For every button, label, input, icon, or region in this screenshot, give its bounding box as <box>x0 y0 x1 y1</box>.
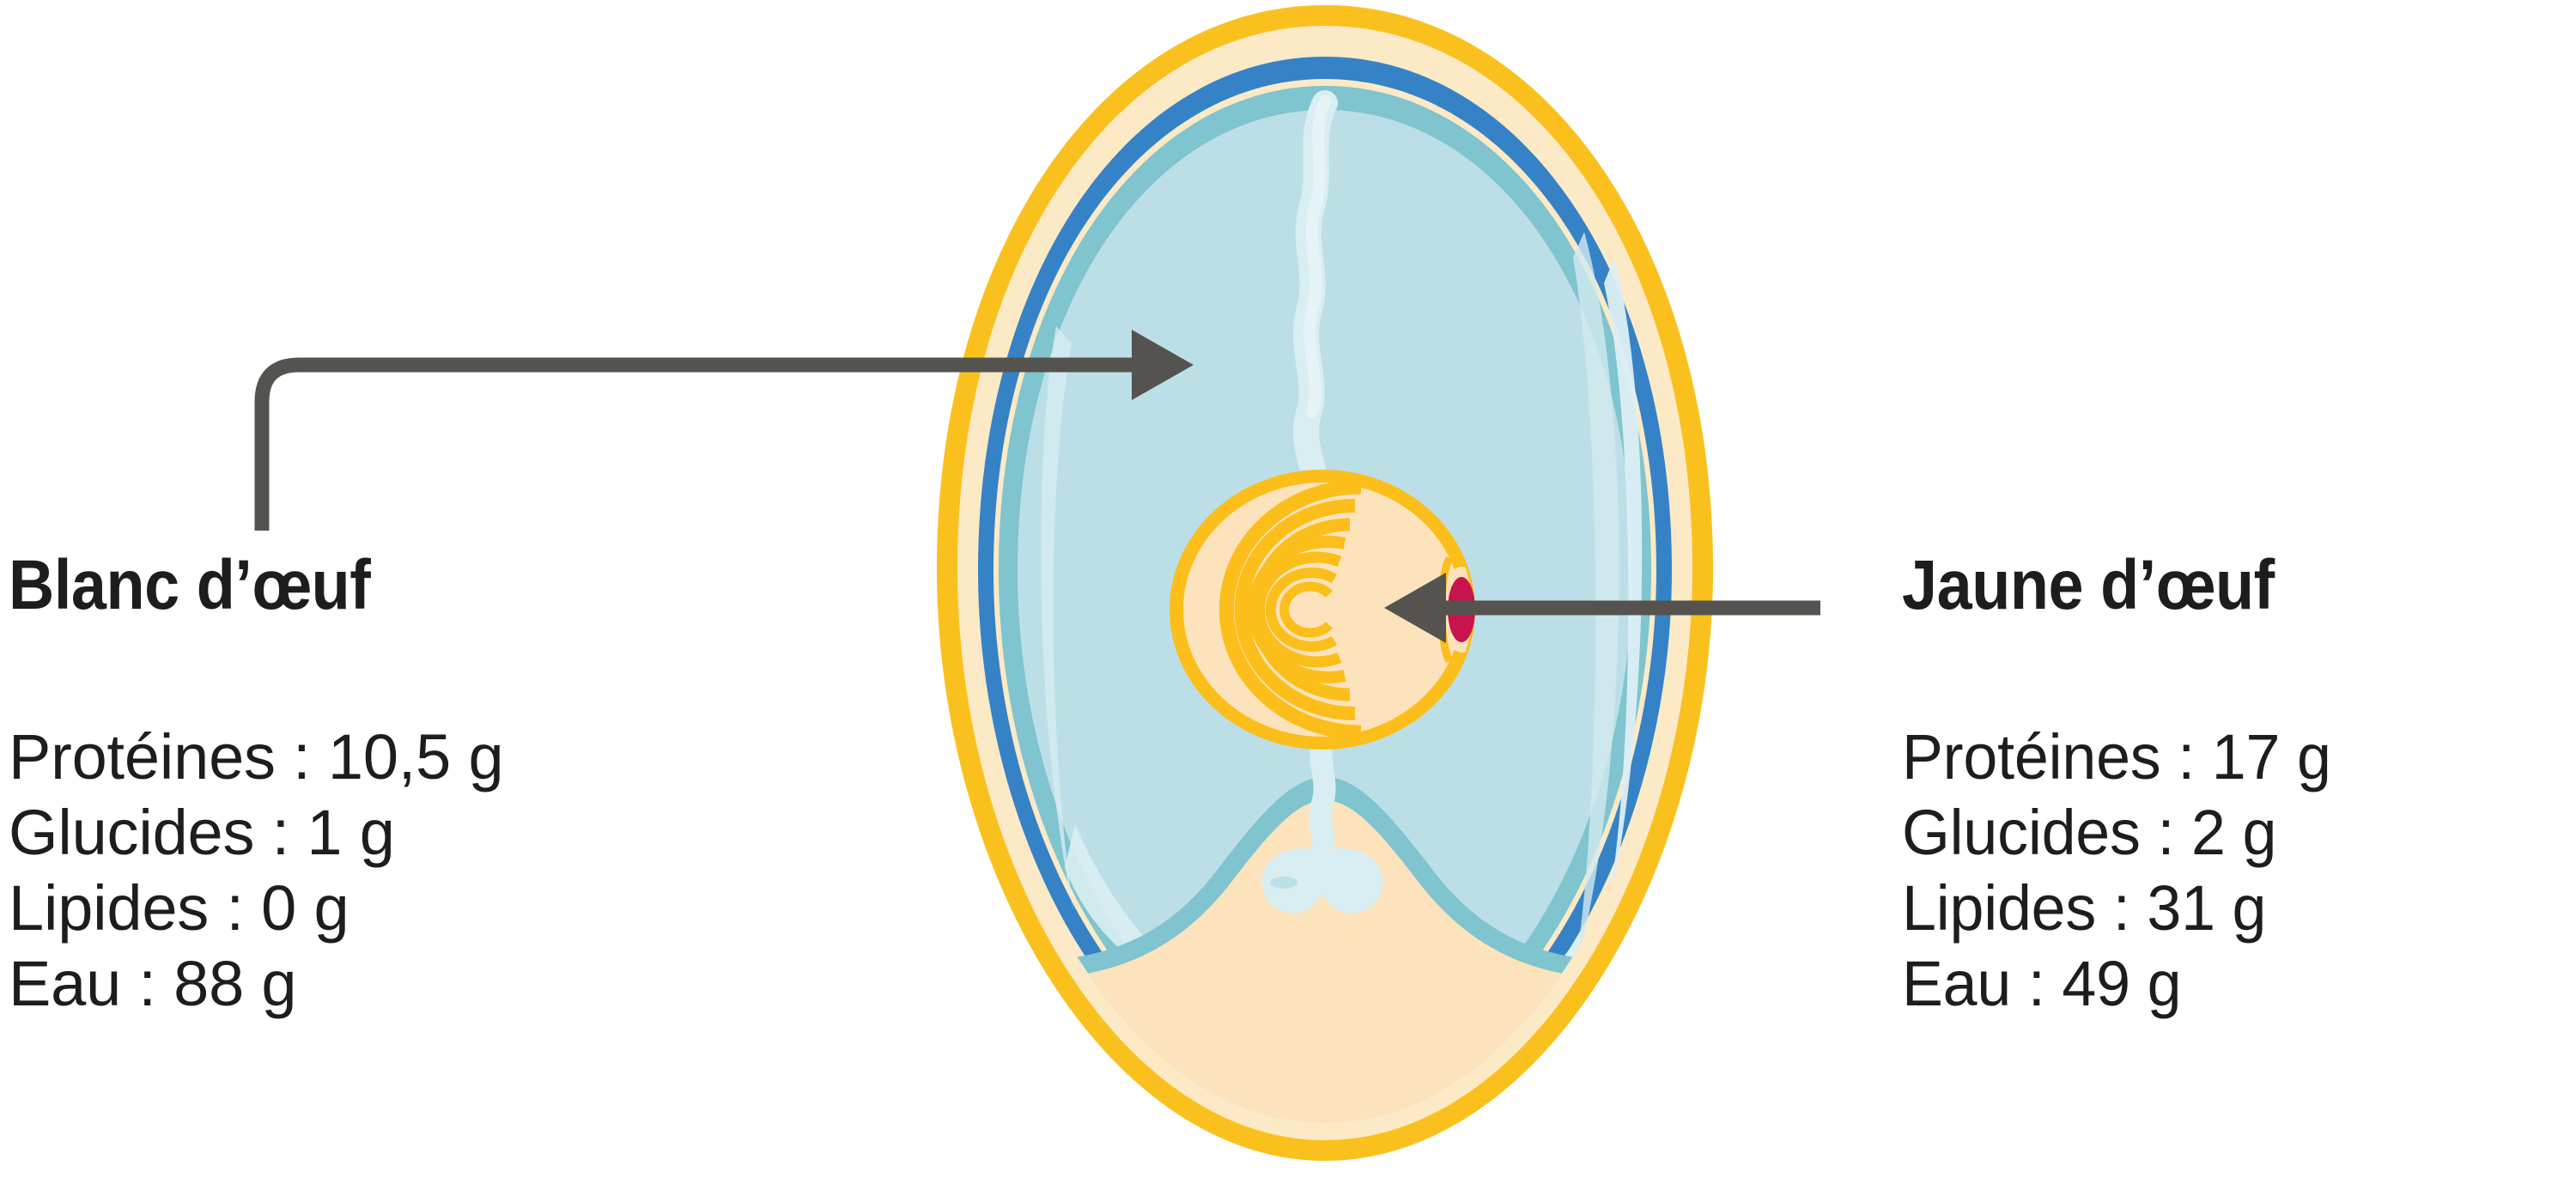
nutrition-item-proteines: Protéines : 10,5 g <box>9 721 504 792</box>
germinal-disc <box>1448 577 1475 642</box>
nutrition-list-blanc-doeuf: Protéines : 10,5 g Glucides : 1 g Lipide… <box>9 719 504 1022</box>
nutrition-item-eau: Eau : 49 g <box>1902 948 2182 1019</box>
egg-inner-membrane <box>978 57 1672 1113</box>
egg-air-cell <box>1018 777 1632 1123</box>
nutrition-item-lipides: Lipides : 0 g <box>9 872 349 944</box>
nutrition-item-lipides: Lipides : 31 g <box>1902 872 2267 944</box>
nutrition-item-proteines: Protéines : 17 g <box>1902 721 2331 792</box>
albumen-highlight <box>1041 232 1643 1047</box>
nutrition-list-jaune-doeuf: Protéines : 17 g Glucides : 2 g Lipides … <box>1902 719 2344 1022</box>
nutrition-item-glucides: Glucides : 1 g <box>9 797 395 868</box>
egg-shell <box>937 5 1713 1161</box>
panel-jaune-doeuf: Jaune d’œuf Protéines : 17 g Glucides : … <box>1902 0 2576 1190</box>
egg-yolk <box>1170 470 1475 750</box>
panel-blanc-doeuf: Blanc d’œuf Protéines : 10,5 g Glucides … <box>9 0 867 1190</box>
yolk-rings <box>1218 479 1362 740</box>
yolk-notch <box>1391 567 1473 653</box>
egg-chalaza-lower <box>1261 727 1383 914</box>
arrow-jaune-doeuf <box>1384 573 1820 643</box>
panel-title-blanc-doeuf: Blanc d’œuf <box>9 546 371 624</box>
nutrition-item-eau: Eau : 88 g <box>9 948 297 1019</box>
panel-title-jaune-doeuf: Jaune d’œuf <box>1902 546 2275 624</box>
egg-shell-membrane <box>957 26 1692 1140</box>
egg-chalaza-upper <box>1293 90 1338 511</box>
egg-albumen <box>999 86 1651 1089</box>
nutrition-item-glucides: Glucides : 2 g <box>1902 797 2277 868</box>
